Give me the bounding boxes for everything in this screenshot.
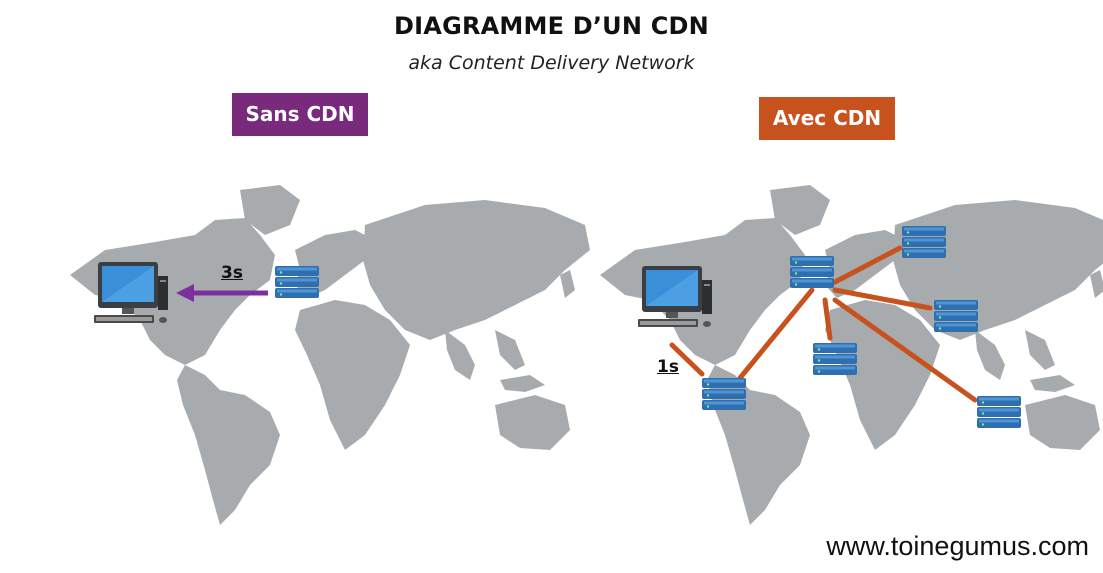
footer-url: www.toinegumus.com: [826, 531, 1089, 561]
edge-server-icon: [813, 343, 857, 375]
latency-label-left: 3s: [221, 263, 243, 283]
world-map-left: [70, 185, 590, 525]
badge-avec-cdn: Avec CDN: [759, 97, 895, 140]
badge-sans-cdn: Sans CDN: [232, 93, 368, 136]
edge-server-icon: [902, 226, 946, 258]
origin-server-icon: [790, 256, 834, 288]
diagram-subtitle: aka Content Delivery Network: [408, 52, 695, 74]
origin-server-icon: [275, 266, 319, 298]
latency-label-right: 1s: [657, 357, 679, 377]
cdn-links: [669, 245, 978, 403]
diagram-title: DIAGRAMME D’UN CDN: [394, 12, 709, 40]
edge-server-icon: [934, 300, 978, 332]
edge-server-icon: [977, 396, 1021, 428]
request-arrow: [176, 284, 268, 302]
edge-server-icon: [702, 378, 746, 410]
